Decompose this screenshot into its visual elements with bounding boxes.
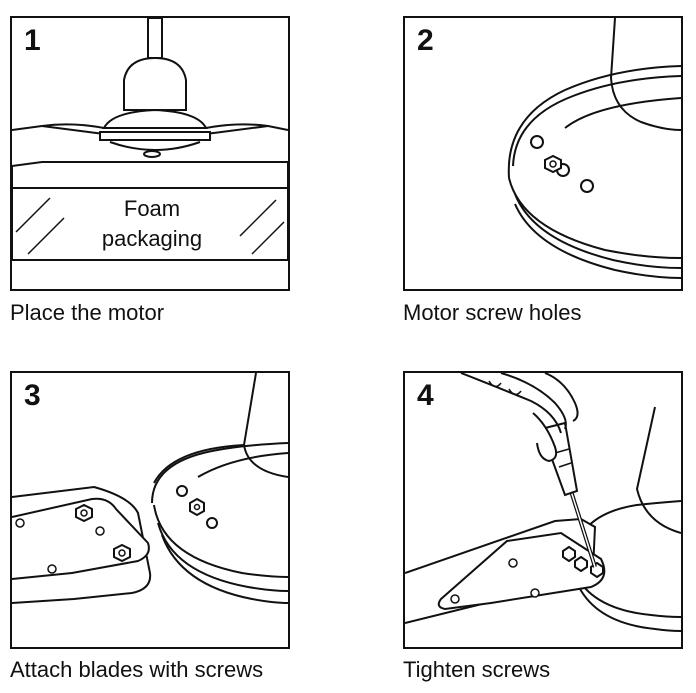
foam-label-line1: Foam bbox=[124, 196, 180, 221]
screw-hole-icon bbox=[507, 18, 681, 279]
step-number: 3 bbox=[24, 379, 41, 412]
step-1-caption: Place the motor bbox=[10, 300, 165, 325]
step-3-caption: Attach blades with screws bbox=[10, 657, 264, 682]
hand-icon bbox=[460, 373, 562, 434]
screwdriver-icon bbox=[405, 373, 681, 632]
foam-label-line2: packaging bbox=[102, 226, 202, 251]
step-number: 2 bbox=[417, 24, 434, 57]
step-4-panel: 4 bbox=[403, 371, 683, 649]
step-number: 1 bbox=[24, 24, 41, 57]
step-3-panel: 3 bbox=[10, 371, 290, 649]
step-2-caption: Motor screw holes bbox=[403, 300, 582, 325]
step-1-panel: Foam packaging 1 bbox=[10, 16, 290, 291]
step-4-caption: Tighten screws bbox=[403, 657, 551, 682]
step-number: 4 bbox=[417, 379, 434, 412]
fan-motor-icon: Foam packaging bbox=[12, 18, 288, 261]
fan-blade-icon bbox=[12, 373, 288, 604]
step-2-panel: 2 bbox=[403, 16, 683, 291]
